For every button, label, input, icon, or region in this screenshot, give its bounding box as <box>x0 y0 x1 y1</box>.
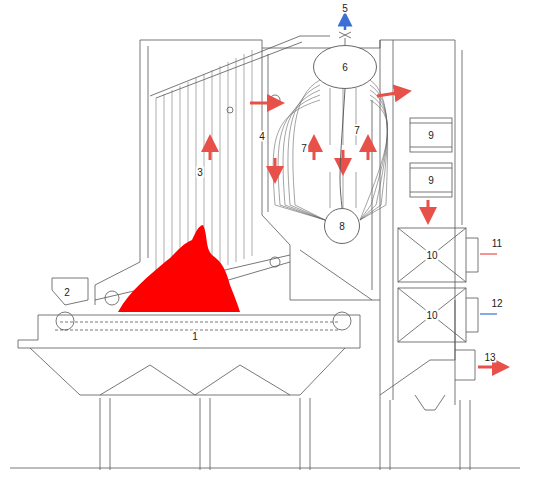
callout-number: 11 <box>491 238 503 249</box>
callout-number: 10 <box>425 310 438 321</box>
callout-number: 7 <box>300 143 308 154</box>
callout-number: 3 <box>196 167 204 178</box>
callout-number: 7 <box>353 125 361 136</box>
callout-number: 10 <box>425 250 438 261</box>
callout-number: 12 <box>490 298 503 309</box>
callout-number: 9 <box>427 130 435 141</box>
boiler-drum: 6 <box>313 45 377 89</box>
boiler-drum: 8 <box>324 208 360 244</box>
callout-number: 4 <box>258 131 266 142</box>
callout-number: 2 <box>63 287 71 298</box>
callout-number: 8 <box>339 221 345 232</box>
callout-number: 5 <box>341 3 349 14</box>
callout-number: 9 <box>427 175 435 186</box>
callout-number: 6 <box>342 62 348 73</box>
downcomer-tube <box>340 89 345 208</box>
callout-number: 13 <box>483 352 496 363</box>
callout-number: 1 <box>191 331 199 342</box>
